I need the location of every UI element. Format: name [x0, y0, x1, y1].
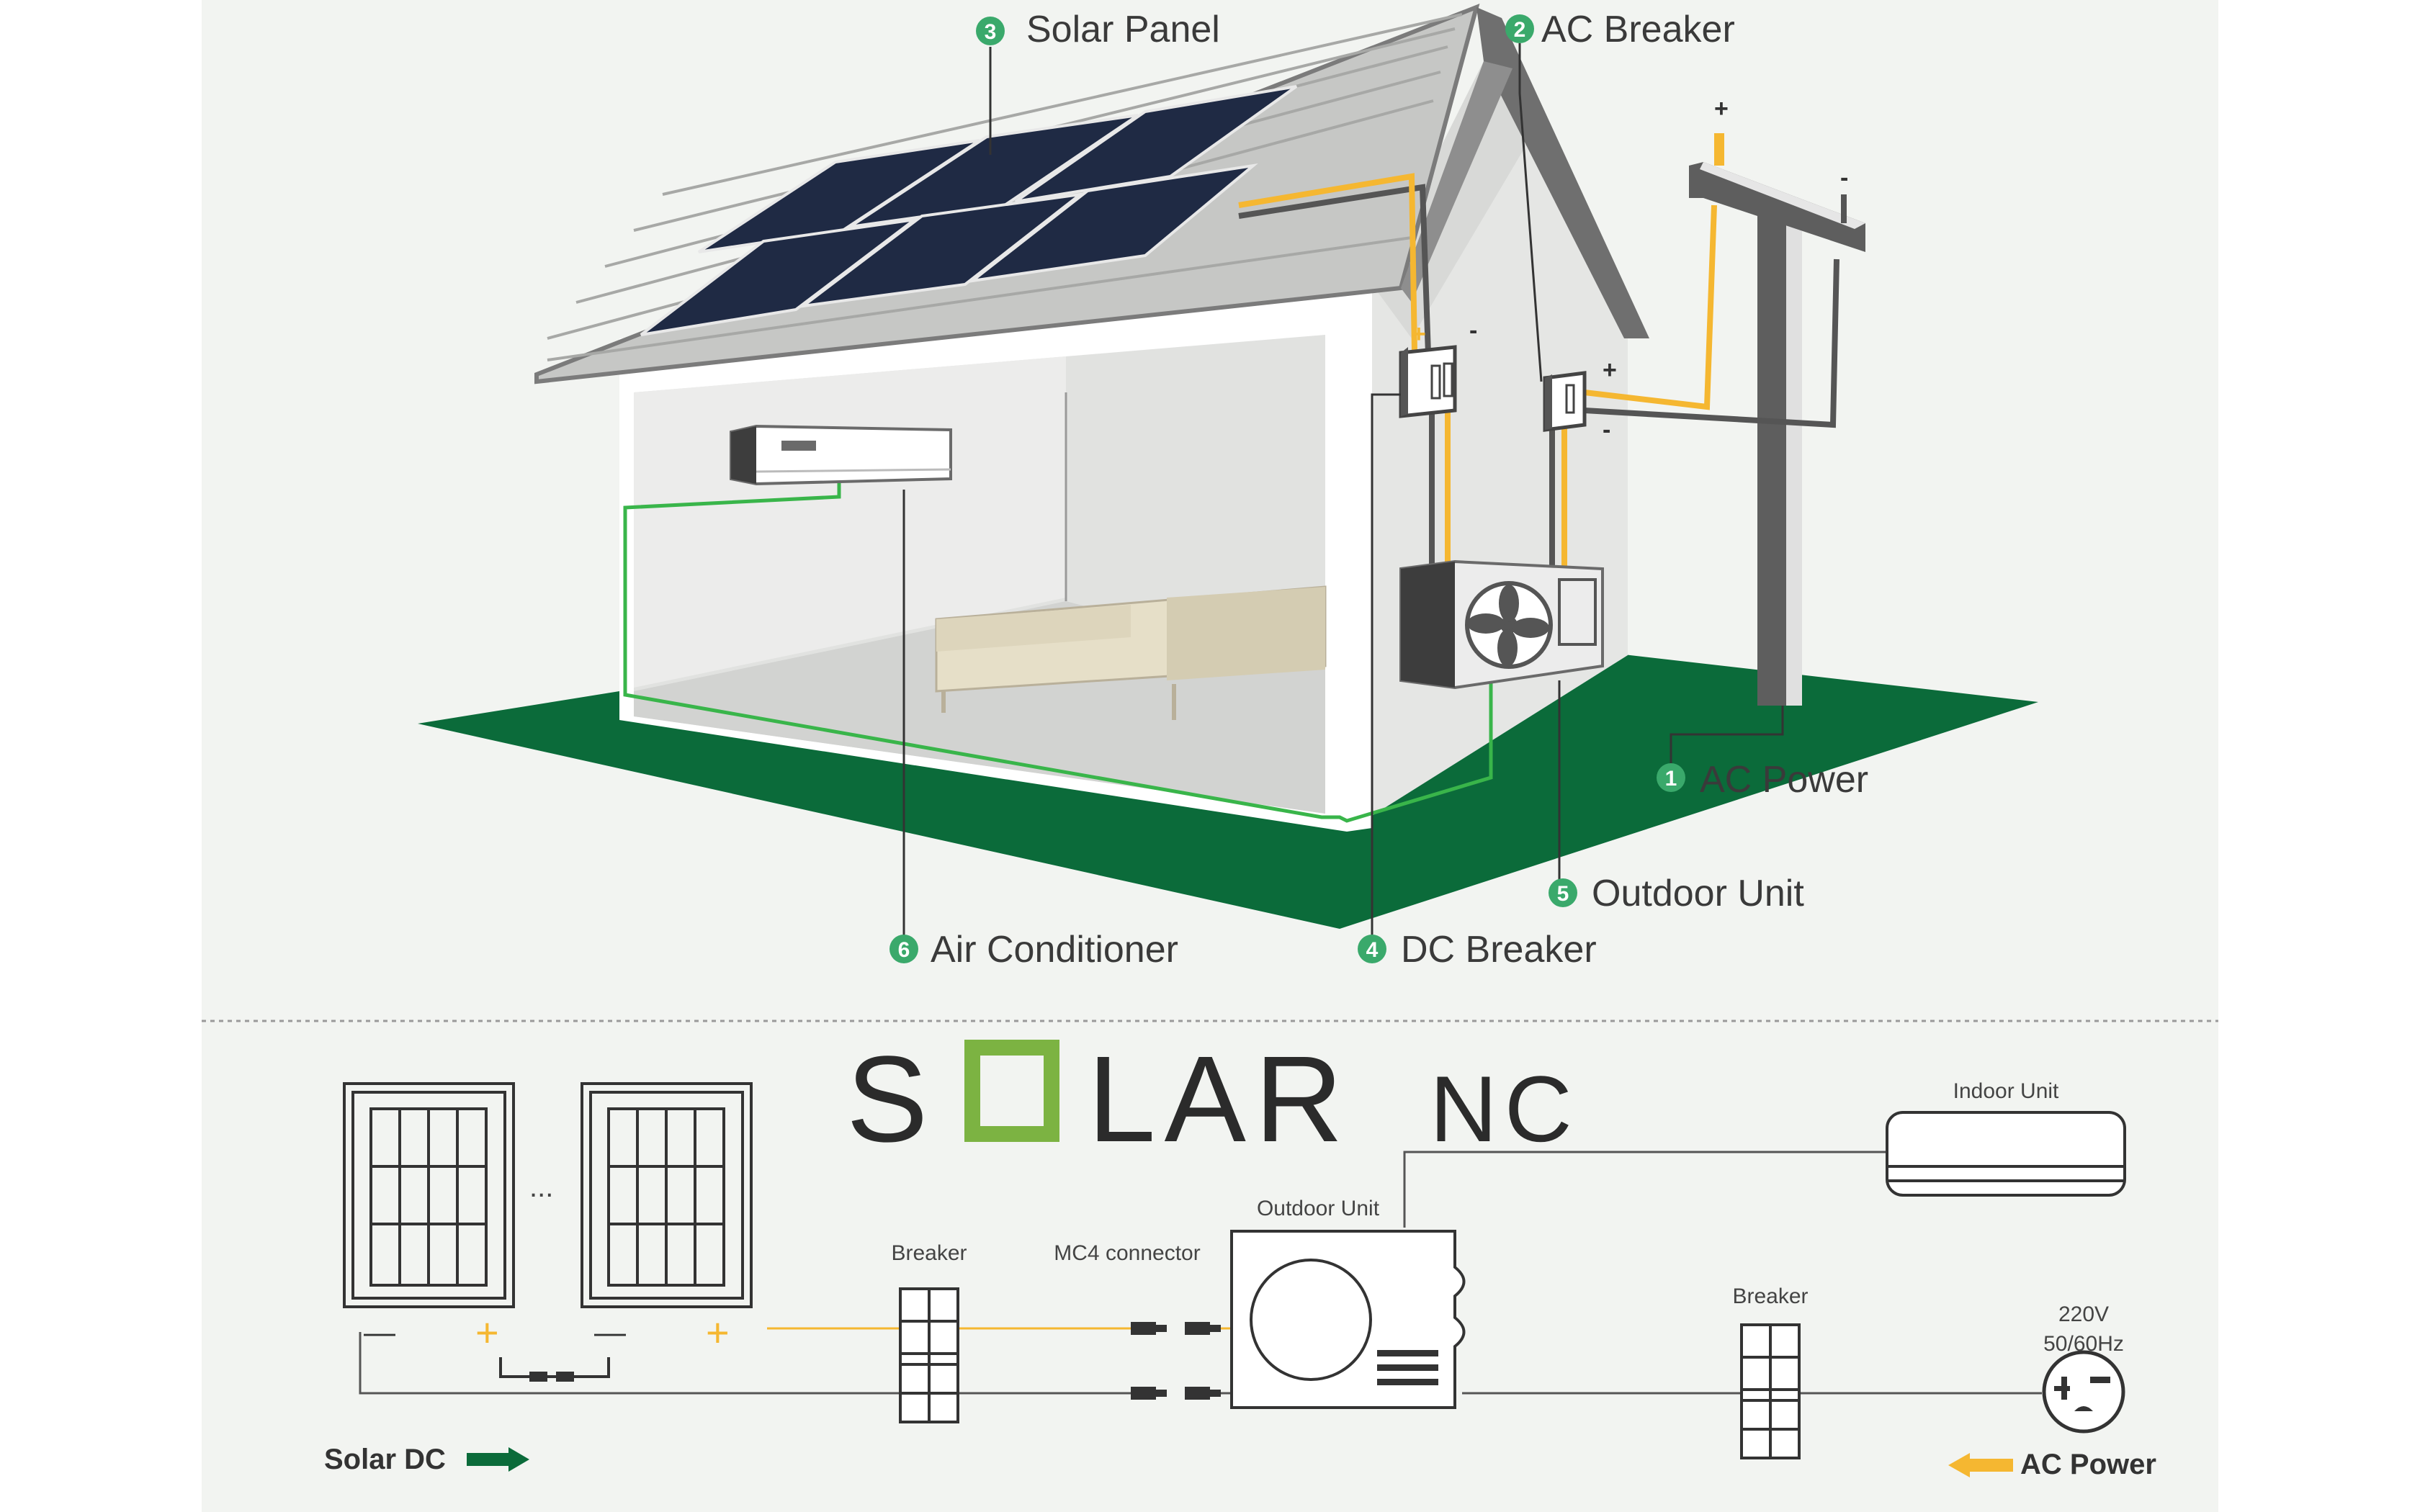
mc4-connectors — [1131, 1322, 1221, 1400]
ac-plus-sign: + — [1603, 356, 1617, 384]
legend-ac-power: AC Power — [1948, 1449, 2156, 1480]
callout-ac-power: 1 AC Power — [1657, 759, 1868, 801]
utility-pole — [1689, 133, 1865, 706]
voltage-label: 220V — [2058, 1302, 2109, 1326]
callout-solar-panel: 3 Solar Panel — [976, 9, 1220, 50]
panel-ellipsis: ... — [529, 1171, 553, 1203]
breaker-right-label: Breaker — [1732, 1284, 1808, 1308]
panel1-minus: — — [364, 1315, 395, 1350]
pole-plus-sign: + — [1714, 95, 1729, 122]
mc4-label: MC4 connector — [1054, 1241, 1200, 1265]
sofa — [935, 585, 1327, 720]
schematic-breaker-left — [899, 1287, 959, 1423]
ac-minus-sign: - — [1603, 416, 1610, 444]
svg-text:3: 3 — [985, 20, 997, 44]
svg-text:LAR: LAR — [1088, 1031, 1352, 1168]
svg-text:Outdoor Unit: Outdoor Unit — [1592, 873, 1804, 914]
outdoor-unit-label: Outdoor Unit — [1257, 1197, 1380, 1220]
callout-outdoor-unit: 5 Outdoor Unit — [1549, 873, 1804, 914]
svg-text:1: 1 — [1665, 767, 1677, 791]
series-connector — [499, 1357, 610, 1382]
roof-solar-panels — [640, 85, 1298, 336]
breaker-left-label: Breaker — [891, 1241, 967, 1265]
schematic-indoor-unit — [1886, 1111, 2126, 1197]
svg-text:5: 5 — [1557, 882, 1569, 906]
callout-ac-breaker: 2 AC Breaker — [1505, 9, 1735, 50]
logo: S LAR NC — [846, 1031, 1579, 1168]
house-outdoor-unit — [1399, 559, 1604, 690]
svg-text:S: S — [846, 1031, 936, 1168]
schematic-solar-panel-2 — [581, 1082, 753, 1308]
schematic-breaker-right — [1740, 1323, 1801, 1459]
callout-air-conditioner: 6 Air Conditioner — [889, 929, 1178, 971]
callout-leaders — [902, 43, 1784, 958]
svg-text:Air Conditioner: Air Conditioner — [931, 929, 1178, 971]
schematic-outdoor-unit — [1230, 1230, 1466, 1409]
svg-text:AC Power: AC Power — [1700, 759, 1868, 801]
indoor-ac-unit — [730, 424, 952, 486]
svg-text:AC Power: AC Power — [2020, 1449, 2156, 1480]
dc-minus-sign: - — [1469, 317, 1477, 344]
svg-text:AC Breaker: AC Breaker — [1541, 9, 1735, 50]
indoor-unit-label: Indoor Unit — [1953, 1079, 2059, 1103]
svg-text:2: 2 — [1514, 18, 1526, 42]
callout-dc-breaker: 4 DC Breaker — [1358, 929, 1597, 971]
svg-text:4: 4 — [1366, 938, 1379, 962]
frequency-label: 50/60Hz — [2043, 1332, 2124, 1356]
svg-text:NC: NC — [1430, 1056, 1579, 1161]
outlet-icon — [2042, 1350, 2125, 1434]
house-wiring — [623, 173, 1839, 823]
legend-solar-dc: Solar DC — [324, 1444, 529, 1475]
ac-breaker-box — [1543, 371, 1587, 432]
svg-text:DC Breaker: DC Breaker — [1401, 929, 1597, 971]
svg-text:Solar DC: Solar DC — [324, 1444, 446, 1475]
panel1-plus: + — [475, 1310, 499, 1355]
panel2-plus: + — [706, 1310, 730, 1355]
pole-minus-sign: - — [1840, 164, 1848, 192]
svg-text:6: 6 — [898, 938, 910, 962]
schematic-solar-panel-1 — [343, 1082, 515, 1308]
dc-plus-sign: + — [1412, 320, 1426, 348]
svg-text:Solar Panel: Solar Panel — [1026, 9, 1220, 50]
dc-breaker-box — [1399, 345, 1457, 418]
panel2-minus: — — [594, 1315, 626, 1350]
